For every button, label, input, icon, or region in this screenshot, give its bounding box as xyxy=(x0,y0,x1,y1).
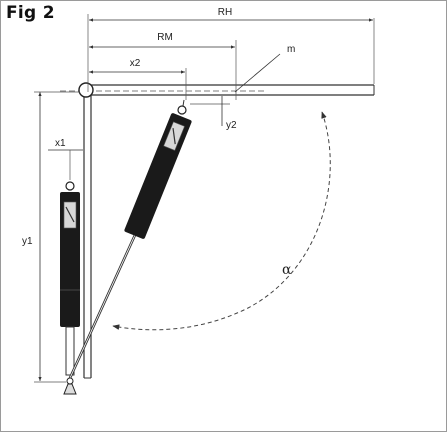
label-x2: x2 xyxy=(130,58,141,69)
gas-spring-closed xyxy=(60,181,80,376)
pivot-hinge xyxy=(78,82,94,98)
horizontal-arm xyxy=(60,84,375,96)
label-rm: RM xyxy=(157,32,173,43)
label-y2: y2 xyxy=(226,120,237,131)
dimension-y2: y2 xyxy=(190,96,237,131)
dimension-rh: RH xyxy=(87,7,373,60)
dimension-rm: RM xyxy=(89,32,235,49)
label-rh: RH xyxy=(218,7,232,18)
figure-title: Fig 2 xyxy=(6,3,55,23)
label-alpha: α xyxy=(282,262,292,278)
leader-m: m xyxy=(234,44,295,93)
swing-arc xyxy=(112,111,331,331)
dimension-y1: y1 xyxy=(22,91,80,383)
dimension-x2: x2 xyxy=(89,58,185,74)
dimension-x1: x1 xyxy=(48,138,83,180)
gas-spring-open xyxy=(68,99,192,379)
label-y1: y1 xyxy=(22,236,33,247)
label-x1: x1 xyxy=(55,138,66,149)
bottom-mount xyxy=(63,377,77,395)
label-m: m xyxy=(287,44,295,55)
